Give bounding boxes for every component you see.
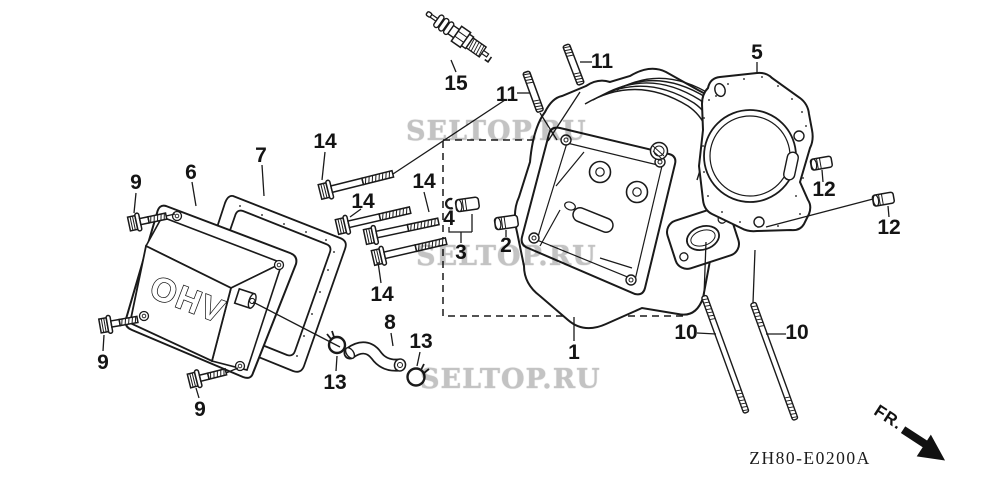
callout-label: 14 xyxy=(313,130,337,153)
head-gasket-art xyxy=(697,71,814,233)
dowel-pin-art xyxy=(809,155,834,172)
callout-label: 10 xyxy=(674,321,697,344)
spark-plug-hole xyxy=(649,141,669,161)
callout-label: 13 xyxy=(323,371,346,394)
callout-label: 6 xyxy=(185,161,197,184)
flange-bolt-holes xyxy=(528,134,666,286)
spark-plug-art xyxy=(425,11,493,63)
rocker-stud-art xyxy=(561,42,586,87)
gasket-texture-dots xyxy=(702,76,807,228)
guide-pin-art xyxy=(454,196,481,213)
dowel-pin-art xyxy=(493,214,520,231)
pushrod-slots xyxy=(564,201,614,233)
callout-label: 3 xyxy=(455,241,467,264)
callout-label: 15 xyxy=(444,72,468,95)
dowel-pin-art xyxy=(871,191,896,208)
cylinder-head-art xyxy=(513,67,744,330)
cover-bolt-holes xyxy=(138,210,285,372)
drawing-code: ZH80-E0200A xyxy=(749,448,870,468)
callout-label: 14 xyxy=(370,283,394,306)
rocker-stud-art xyxy=(521,70,545,114)
callout-label: 12 xyxy=(812,178,835,201)
valve-stem-bosses xyxy=(588,160,649,204)
callout-label: 4 xyxy=(443,207,455,230)
valve-cover-art: OHV xyxy=(124,204,298,379)
callout-label: 14 xyxy=(412,170,436,193)
breather-tube-art xyxy=(343,341,407,372)
rocker-face-flange xyxy=(520,126,677,296)
callout-label: 12 xyxy=(877,216,900,239)
callout-label: 7 xyxy=(255,144,267,167)
callout-label: 9 xyxy=(130,171,142,194)
valve-clip-art xyxy=(444,197,454,210)
callout-label: 14 xyxy=(351,190,375,213)
callout-label: 5 xyxy=(751,41,763,64)
long-stud-art xyxy=(749,301,799,422)
fr-label: FR. xyxy=(871,401,907,433)
callout-label: 1 xyxy=(568,341,580,364)
fr-arrow-icon xyxy=(900,426,946,461)
callout-label: 9 xyxy=(194,398,206,421)
hose-clamp-art xyxy=(406,363,430,387)
callout-label: 2 xyxy=(500,234,512,257)
callout-labels: 15 11 11 5 12 12 6 7 9 9 9 14 14 14 14 4… xyxy=(97,41,901,421)
callout-label: 9 xyxy=(97,351,109,374)
callout-label: 10 xyxy=(785,321,808,344)
fr-direction-indicator: FR. xyxy=(871,401,946,461)
hose-clamp-art xyxy=(326,330,347,355)
intake-port-flange xyxy=(666,206,740,270)
long-stud-art xyxy=(700,294,750,415)
callout-label: 8 xyxy=(384,311,396,334)
callout-label: 11 xyxy=(591,50,614,73)
callout-label: 11 xyxy=(496,83,519,106)
leader-lines xyxy=(102,59,890,399)
breather-boss xyxy=(233,287,257,310)
callout-label: 13 xyxy=(409,330,432,353)
